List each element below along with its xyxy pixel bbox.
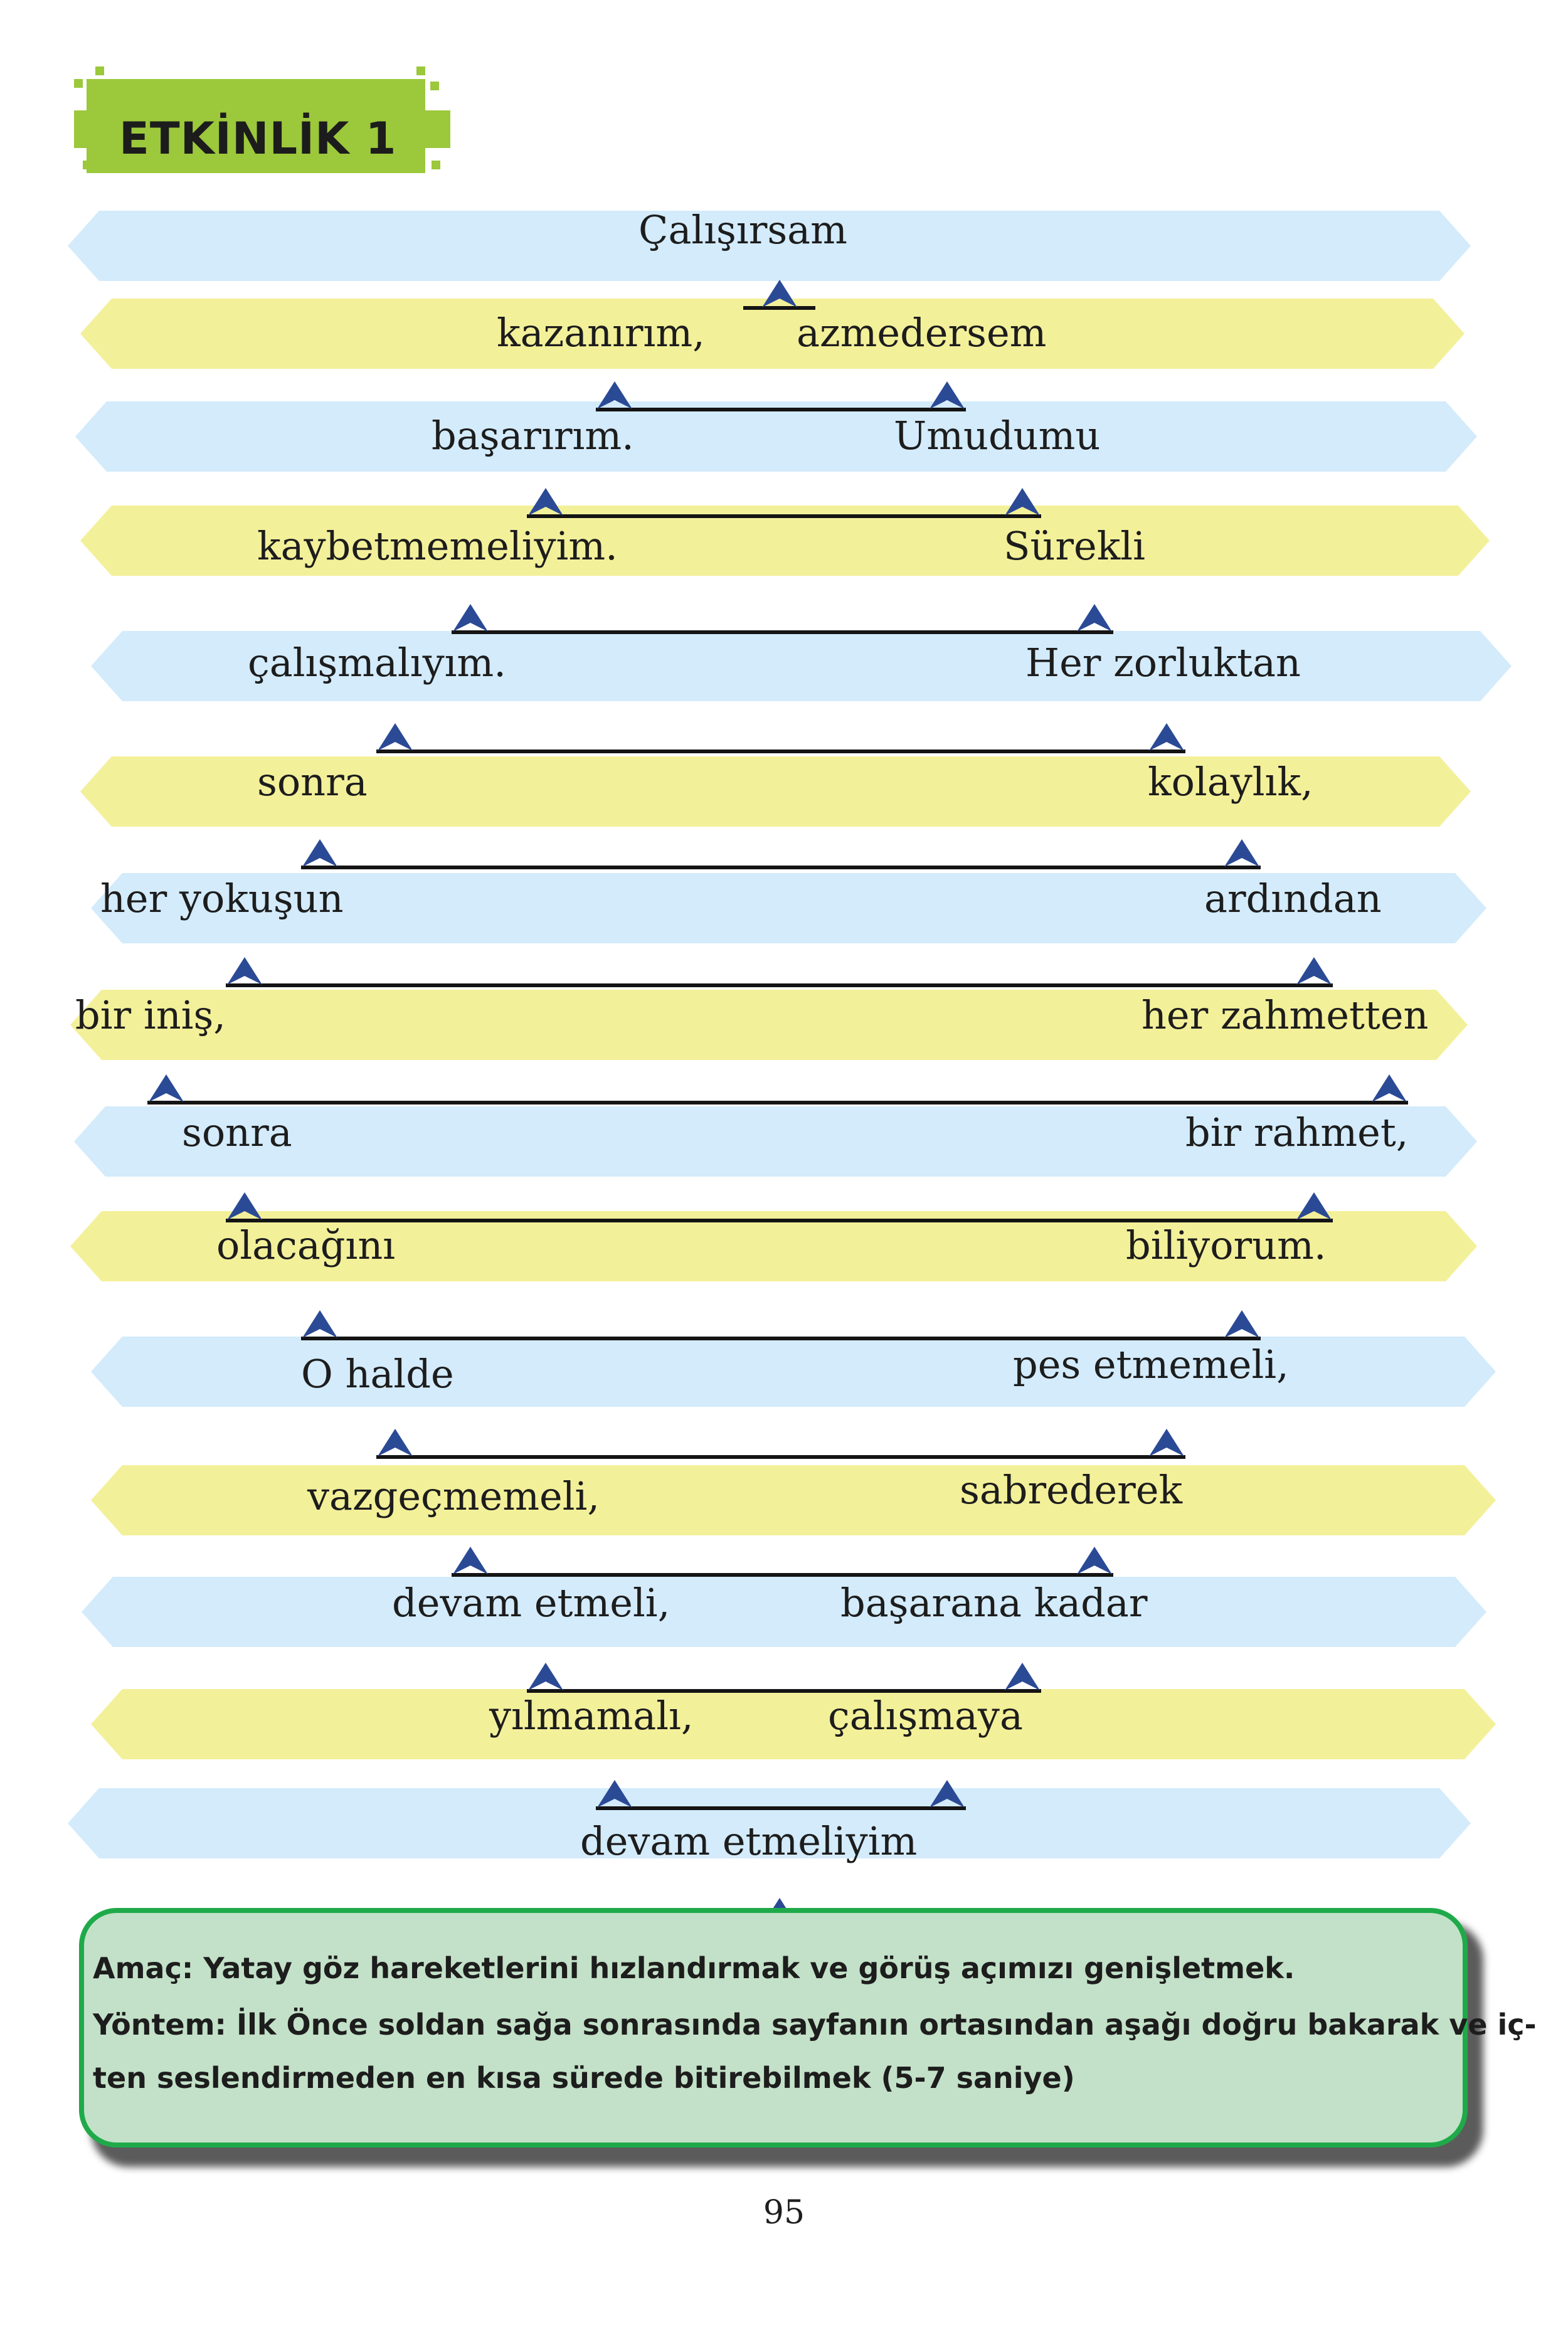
connector-line	[527, 1689, 1041, 1693]
arrow-marker-icon	[453, 1547, 488, 1574]
connector-line	[301, 1337, 1261, 1340]
row-band	[91, 1689, 1496, 1759]
connector-line	[452, 630, 1113, 634]
row-word: sabrederek	[960, 1467, 1183, 1513]
row-band	[74, 1106, 1477, 1177]
arrow-marker-icon	[1149, 1429, 1184, 1456]
row-word: biliyorum.	[1126, 1222, 1327, 1268]
row-band	[70, 1211, 1477, 1281]
row-word: yılmamalı,	[489, 1693, 694, 1739]
row-word: her yokuşun	[100, 876, 344, 921]
row-band	[75, 401, 1477, 472]
arrow-marker-icon	[1372, 1074, 1407, 1102]
row-word: her zahmetten	[1142, 992, 1429, 1038]
connector-line	[226, 983, 1333, 987]
row-word: kazanırım,	[497, 310, 705, 356]
arrow-marker-icon	[1149, 723, 1184, 751]
arrow-marker-icon	[302, 1310, 337, 1338]
row-word: çalışmalıyım.	[248, 640, 506, 686]
row-band	[91, 1337, 1496, 1407]
row-word: pes etmemeli,	[1013, 1342, 1289, 1387]
arrow-marker-icon	[1224, 1310, 1259, 1338]
arrow-marker-icon	[378, 723, 413, 751]
row-word: çalışmaya	[828, 1693, 1023, 1739]
arrow-marker-icon	[1005, 488, 1040, 516]
row-word: devam etmeli,	[392, 1580, 670, 1626]
row-band	[91, 873, 1486, 943]
connector-line	[596, 408, 966, 411]
connector-line	[743, 306, 815, 310]
arrow-marker-icon	[1296, 1192, 1332, 1220]
arrow-marker-icon	[1224, 839, 1259, 867]
arrow-marker-icon	[761, 280, 797, 307]
connector-line	[376, 750, 1185, 753]
activity-badge	[74, 66, 450, 173]
row-word: vazgeçmemeli,	[307, 1473, 600, 1519]
row-word: sonra	[257, 759, 368, 805]
row-word: O halde	[301, 1351, 454, 1397]
arrow-marker-icon	[1077, 1547, 1112, 1574]
connector-line	[527, 514, 1041, 518]
arrow-marker-icon	[149, 1074, 184, 1102]
connector-line	[147, 1101, 1408, 1104]
arrow-marker-icon	[528, 488, 563, 516]
arrow-marker-icon	[930, 1780, 965, 1808]
arrow-marker-icon	[528, 1663, 563, 1690]
row-word: Çalışırsam	[638, 207, 847, 253]
info-aim: Amaç: Yatay göz hareketlerini hızlandırm…	[93, 1951, 1295, 1985]
connector-line	[452, 1573, 1113, 1577]
page-number: 95	[763, 2194, 805, 2232]
row-word: olacağını	[216, 1222, 396, 1268]
row-word: kolaylık,	[1148, 759, 1313, 805]
connector-line	[226, 1219, 1333, 1222]
arrow-marker-icon	[597, 1780, 632, 1808]
arrow-marker-icon	[1077, 604, 1112, 632]
info-box	[79, 1908, 1468, 2148]
row-word: kaybetmemeliyim.	[257, 523, 618, 569]
connector-line	[596, 1806, 966, 1810]
arrow-marker-icon	[597, 381, 632, 409]
activity-title: ETKİNLİK 1	[119, 113, 397, 164]
row-word: azmedersem	[797, 310, 1047, 356]
row-band	[68, 1788, 1471, 1858]
row-band	[80, 756, 1471, 827]
row-word: Umudumu	[894, 413, 1101, 458]
row-band	[91, 631, 1512, 701]
row-word: sonra	[182, 1110, 292, 1155]
arrow-marker-icon	[378, 1429, 413, 1456]
row-word: Sürekli	[1004, 523, 1145, 569]
row-band	[82, 1577, 1486, 1647]
info-method-cont: ten seslendirmeden en kısa sürede bitire…	[93, 2061, 1075, 2095]
connector-line	[301, 866, 1261, 869]
arrow-marker-icon	[227, 1192, 262, 1220]
arrow-marker-icon	[453, 604, 488, 632]
row-word: başarırım.	[432, 413, 634, 458]
row-word: Her zorluktan	[1025, 640, 1301, 686]
connector-line	[376, 1455, 1185, 1459]
row-word: başarana kadar	[840, 1580, 1148, 1626]
arrow-marker-icon	[1296, 957, 1332, 985]
info-method: Yöntem: İlk Önce soldan sağa sonrasında …	[93, 2008, 1537, 2042]
row-word: devam etmeliyim	[580, 1818, 918, 1864]
arrow-marker-icon	[227, 957, 262, 985]
row-word: ardından	[1204, 876, 1382, 921]
row-word: bir iniş,	[75, 992, 226, 1038]
arrow-marker-icon	[930, 381, 965, 409]
row-band	[68, 211, 1471, 281]
arrow-marker-icon	[302, 839, 337, 867]
row-band	[70, 990, 1468, 1060]
row-band	[80, 299, 1465, 369]
row-band	[91, 1465, 1496, 1535]
arrow-marker-icon	[1005, 1663, 1040, 1690]
row-word: bir rahmet,	[1185, 1110, 1409, 1155]
row-band	[80, 506, 1490, 576]
